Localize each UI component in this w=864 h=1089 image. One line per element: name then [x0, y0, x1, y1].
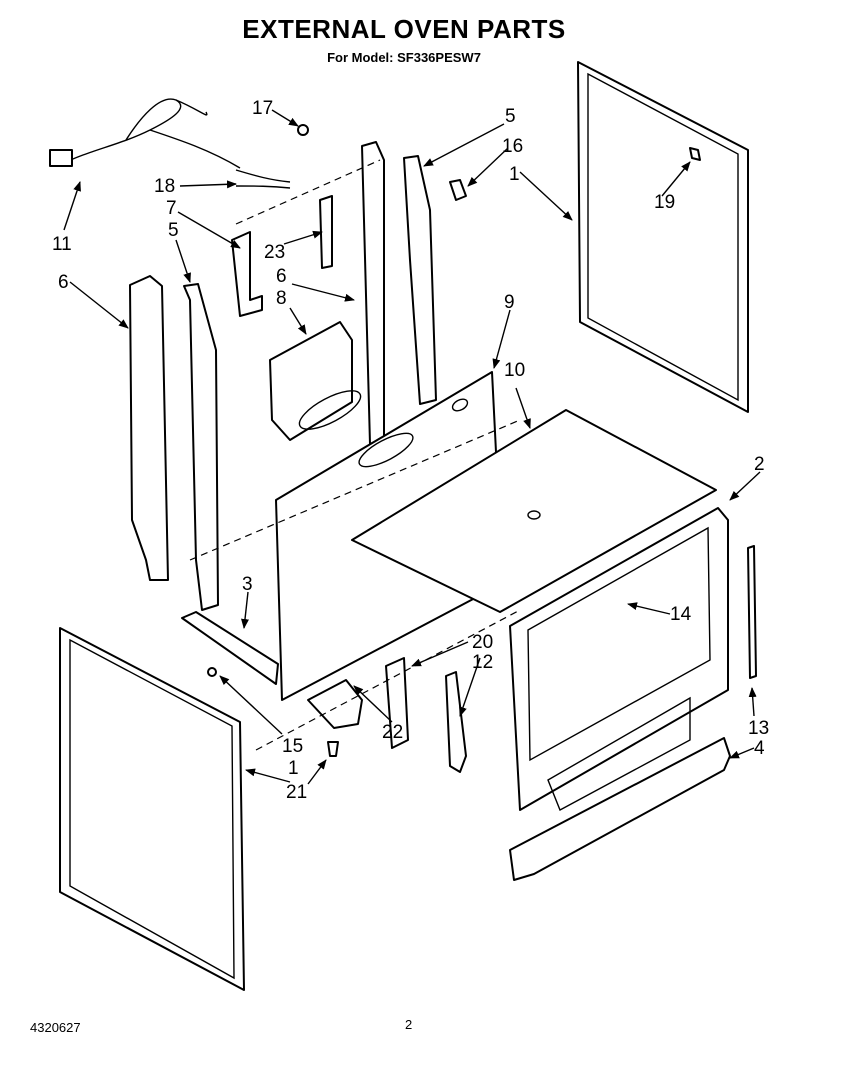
wire-harness-part-18 — [235, 169, 291, 189]
callout-23: 23 — [264, 242, 285, 263]
duct-part-8 — [269, 321, 362, 441]
callout-19: 19 — [654, 192, 675, 213]
front-strip-left — [183, 283, 219, 611]
base-piece-part-22 — [307, 679, 363, 729]
callout-1b: 1 — [288, 758, 299, 779]
strip-part-23 — [319, 195, 333, 269]
callout-15: 15 — [282, 736, 303, 757]
side-bracket-right — [361, 141, 385, 445]
callout-4: 4 — [754, 738, 765, 759]
bottom-rail-part-3 — [181, 611, 279, 685]
callout-22: 22 — [382, 722, 403, 743]
callout-2: 2 — [754, 454, 765, 475]
page-number: 2 — [405, 1017, 413, 1032]
callout-leaders — [63, 109, 761, 785]
callout-8: 8 — [276, 288, 287, 309]
screw-part-15 — [207, 667, 217, 677]
callout-12: 12 — [472, 652, 493, 673]
callout-14: 14 — [670, 604, 692, 625]
screw-part-17 — [297, 124, 309, 136]
clip-part-19 — [689, 147, 701, 161]
callout-17: 17 — [252, 98, 273, 119]
front-strip-right — [403, 155, 437, 405]
callout-20: 20 — [472, 632, 493, 653]
callout-1a: 1 — [509, 164, 520, 185]
page-title: EXTERNAL OVEN PARTS — [242, 14, 566, 44]
callout-6b: 6 — [276, 266, 287, 287]
strip-part-12 — [445, 671, 467, 773]
small-part-16 — [449, 179, 467, 201]
model-subtitle: For Model: SF336PESW7 — [327, 50, 481, 65]
side-panel-left — [59, 627, 245, 991]
callout-6a: 6 — [58, 272, 69, 293]
callout-11: 11 — [52, 234, 72, 255]
document-number: 4320627 — [30, 1020, 81, 1035]
callout-13: 13 — [748, 718, 769, 739]
power-cord-part-11 — [49, 98, 241, 169]
top-panel-part-10 — [351, 409, 717, 613]
callout-21: 21 — [286, 782, 307, 803]
bottom-rail-part-4 — [509, 737, 731, 881]
side-bracket-left — [129, 275, 169, 581]
assembly-line — [189, 159, 521, 751]
strip-part-13 — [747, 545, 757, 679]
front-frame-part-2 — [509, 507, 729, 811]
callout-9: 9 — [504, 292, 515, 313]
callout-18: 18 — [154, 176, 175, 197]
leveling-leg-part-21 — [327, 741, 339, 757]
bracket-part-7 — [231, 231, 263, 317]
callout-5b: 5 — [168, 220, 179, 241]
callout-16: 16 — [502, 136, 523, 157]
callout-10: 10 — [504, 360, 525, 381]
callout-3: 3 — [242, 574, 253, 595]
callout-7: 7 — [166, 198, 177, 219]
side-panel-right — [577, 61, 749, 413]
callout-5a: 5 — [505, 106, 516, 127]
